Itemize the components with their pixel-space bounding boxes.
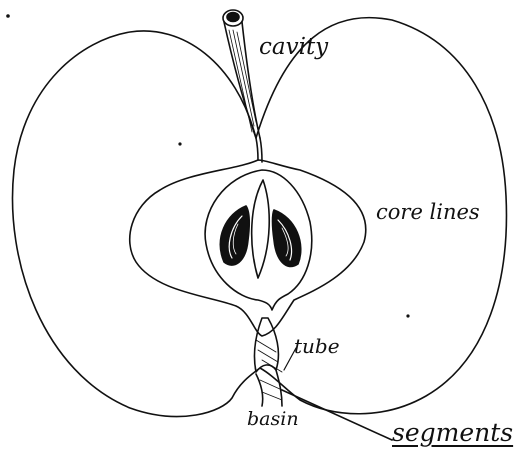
- left-seed: [220, 206, 249, 265]
- tube-label: tube: [294, 336, 340, 356]
- basin-label: basin: [247, 410, 299, 429]
- cavity-label: cavity: [259, 36, 328, 59]
- segments-label: segments: [392, 420, 513, 445]
- stem: [223, 10, 260, 138]
- core-line: [130, 160, 366, 336]
- core-lines-label: core lines: [376, 202, 480, 223]
- cavity-channel: [256, 138, 258, 160]
- core-partition: [252, 180, 270, 278]
- right-seed: [273, 210, 301, 267]
